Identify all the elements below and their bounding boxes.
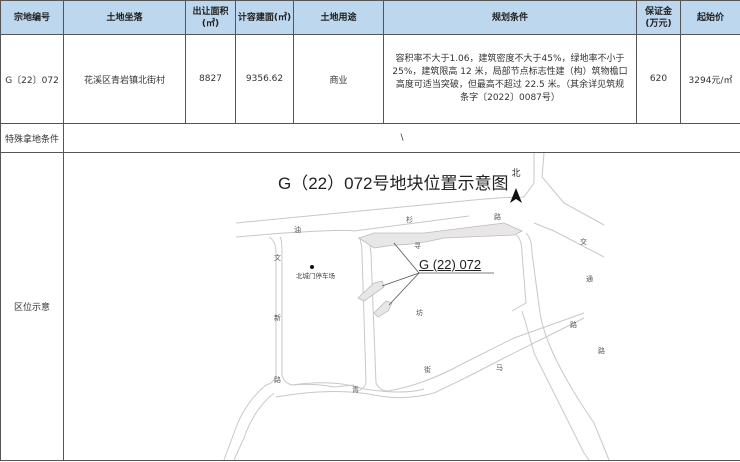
header-gfa: 计容建面(㎡) [235,0,294,35]
special-conditions-value: \ [63,123,740,153]
road-label: 文 [274,254,281,262]
road-label: 通 [586,275,593,283]
north-label: 北 [511,169,521,179]
location-map-label: 区位示意 [0,152,64,461]
header-row: 宗地编号 土地坐落 出让面积(㎡) 计容建面(㎡) 土地用途 规划条件 保证金(… [0,0,740,35]
location-map: G（22）072号地块位置示意图 北 G (22) 072 北城门停车场 油 杉… [64,153,739,460]
header-location: 土地坐落 [63,0,186,35]
cell-use: 商业 [293,34,384,124]
north-arrow-icon [510,188,522,203]
location-map-row: 区位示意 [0,152,740,461]
road-map-graphic [223,153,610,460]
road-label: 路 [494,213,501,221]
cell-parcel-no: G〔22〕072 [0,34,64,124]
parking-label: 北城门停车场 [296,272,335,280]
road-label: 路 [274,376,281,384]
special-conditions-label: 特殊拿地条件 [0,123,64,153]
header-deposit: 保证金(万元) [636,0,681,35]
road-label: 青 [352,386,359,394]
road-label: 寻 [414,242,421,250]
road-label: 坊 [416,309,423,317]
header-area-line2: (㎡) [201,18,220,29]
road-label: 马 [496,364,503,372]
location-map-cell: G（22）072号地块位置示意图 北 G (22) 072 北城门停车场 油 杉… [63,152,740,461]
cell-deposit: 620 [636,34,681,124]
road-label: 杉 [406,216,413,224]
header-area-line1: 出让面积 [192,6,229,17]
cell-location: 花溪区青岩镇北街村 [63,34,186,124]
road-label: 街 [424,366,431,374]
road-label: 新 [274,314,281,322]
header-start-price: 起始价 [680,0,740,35]
header-deposit-line1: 保证金 [644,6,672,17]
road-label: 路 [598,347,605,355]
cell-conditions: 容积率不大于1.06，建筑密度不大于45%，绿地率不小于25%，建筑限高 12 … [383,34,637,124]
header-use: 土地用途 [293,0,384,35]
special-conditions-row: 特殊拿地条件 \ [0,123,740,153]
cell-area: 8827 [185,34,236,124]
road-label: 路 [570,321,577,329]
map-title: G（22）072号地块位置示意图 [278,174,509,193]
header-conditions: 规划条件 [383,0,637,35]
header-area: 出让面积(㎡) [185,0,236,35]
cell-gfa: 9356.62 [235,34,294,124]
cell-start-price: 3294元/㎡ [680,34,740,124]
header-parcel-no: 宗地编号 [0,0,64,35]
road-label: 交 [580,238,587,246]
table-row: G〔22〕072 花溪区青岩镇北街村 8827 9356.62 商业 容积率不大… [0,34,740,124]
plot-label: G (22) 072 [419,257,482,272]
header-deposit-line2: (万元) [645,18,672,29]
road-label: 油 [294,226,301,234]
